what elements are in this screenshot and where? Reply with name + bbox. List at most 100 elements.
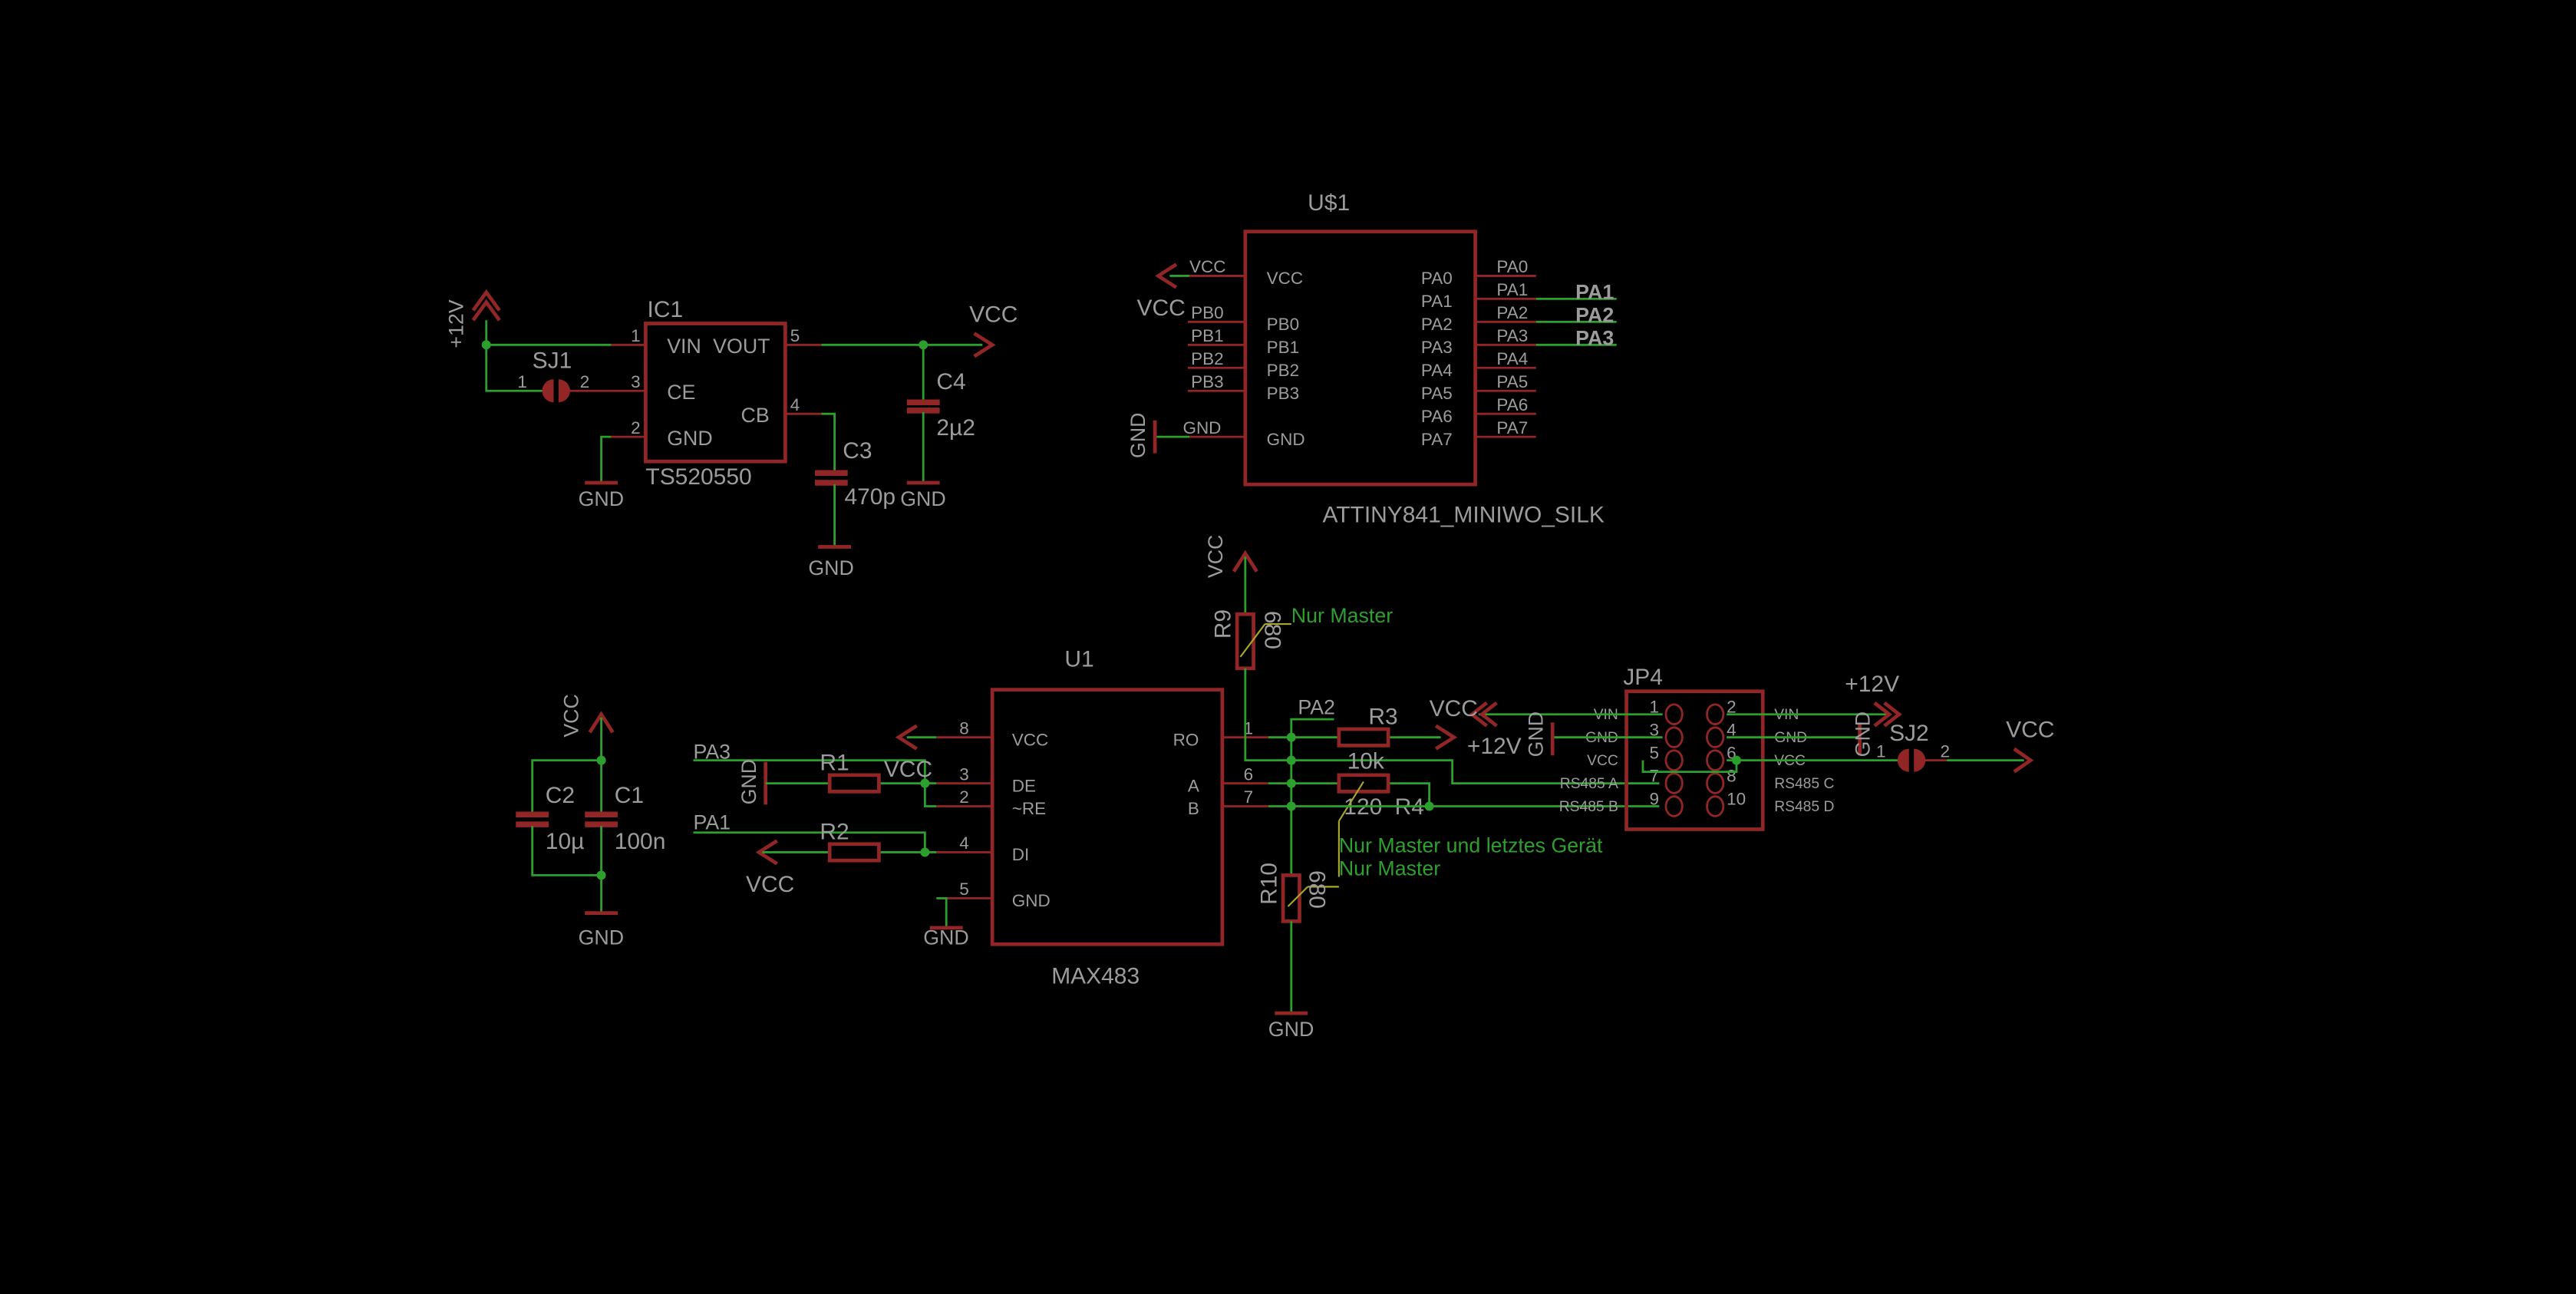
pin-name: GND xyxy=(1267,430,1305,449)
junction xyxy=(481,340,491,350)
vcc-label: VCC xyxy=(1430,696,1478,721)
pin-number: 8 xyxy=(959,718,969,738)
jp4-left-label: VCC xyxy=(1587,753,1618,769)
r3-ref: R3 xyxy=(1368,705,1397,730)
jp4-pin[interactable] xyxy=(1706,749,1725,771)
us1-ref: U$1 xyxy=(1308,190,1350,216)
vcc-arrow-icon xyxy=(1469,701,1489,728)
net-label-pa3: PA3 xyxy=(693,741,731,764)
pin-number: 5 xyxy=(1650,743,1660,762)
jp4-pin[interactable] xyxy=(1664,749,1684,771)
gnd-label: GND xyxy=(923,926,968,949)
pin-name: PA5 xyxy=(1421,384,1453,403)
vcc-arrow-icon xyxy=(973,332,996,358)
vcc-label: VCC xyxy=(1137,295,1186,321)
pin-number: 5 xyxy=(790,326,800,345)
pin-name-outer: PB2 xyxy=(1191,349,1223,368)
pin-name: PA2 xyxy=(1421,315,1453,334)
c4-ref: C4 xyxy=(936,369,965,394)
vcc-label: VCC xyxy=(969,302,1018,327)
pin-name: PA4 xyxy=(1421,361,1453,380)
pin-name: B xyxy=(1188,799,1199,818)
u1-transceiver[interactable]: U1 MAX483 VCC DE ~RE DI GND RO A B 8 3 2… xyxy=(895,647,1268,989)
supply-12v-label: +12V xyxy=(1845,672,1899,697)
pin-number: 2 xyxy=(631,418,641,437)
vcc-arrow-icon xyxy=(1154,262,1178,289)
pin-name: PA1 xyxy=(1421,292,1453,311)
jp4-pin[interactable] xyxy=(1706,795,1725,817)
pin-label: VOUT xyxy=(713,335,770,358)
jp4-pin[interactable] xyxy=(1664,795,1684,817)
pin-number: 3 xyxy=(959,764,969,784)
jp4-pin[interactable] xyxy=(1664,726,1684,748)
pin-number: 9 xyxy=(1650,789,1660,808)
jp4-left-label: RS485 B xyxy=(1559,799,1618,815)
supply-12v-label: +12V xyxy=(1467,734,1522,759)
vcc-label: VCC xyxy=(884,757,932,782)
r10-value: 680 xyxy=(1304,870,1329,909)
decoupling-capacitors[interactable]: VCC GND C2 C1 10µ 100n xyxy=(516,694,665,949)
net-label-pa1: PA1 xyxy=(1575,280,1614,303)
vcc-arrow-icon xyxy=(1232,550,1258,573)
pin-name: ~RE xyxy=(1012,799,1046,818)
c1-ref: C1 xyxy=(615,783,644,808)
pin-name-outer: PA6 xyxy=(1496,395,1528,414)
note-r4: Nur Master und letztes Gerät xyxy=(1339,834,1603,857)
jp4-right-label: RS485 C xyxy=(1774,776,1834,792)
pin-name-outer: PB0 xyxy=(1191,303,1223,322)
net-label-pa2: PA2 xyxy=(1575,303,1614,326)
pin-number: 8 xyxy=(1727,766,1737,785)
net-label-pa1: PA1 xyxy=(693,811,731,834)
pin-name-outer: PA5 xyxy=(1496,372,1528,391)
u1-ref: U1 xyxy=(1064,647,1093,672)
pin-number: 2 xyxy=(959,787,969,807)
note-r10: Nur Master xyxy=(1339,857,1440,880)
gnd-label: GND xyxy=(1851,711,1874,757)
r2-resistor[interactable] xyxy=(827,842,881,863)
r10-ref: R10 xyxy=(1257,863,1282,905)
pin-number: 2 xyxy=(580,372,590,391)
pin-name: RO xyxy=(1173,730,1199,749)
c3-capacitor[interactable]: C3 470p GND xyxy=(808,412,895,579)
r3-resistor[interactable] xyxy=(1337,727,1390,748)
vcc-label: VCC xyxy=(2006,718,2054,743)
sj2-solder-jumper[interactable]: SJ2 1 2 VCC xyxy=(1876,718,2054,774)
vcc-label: VCC xyxy=(1204,535,1227,578)
pin-name: DI xyxy=(1012,845,1029,864)
gnd-label: GND xyxy=(808,556,853,579)
ic1-regulator[interactable]: IC1 TS520550 VIN VOUT CE CB GND 1 3 2 5 … xyxy=(611,297,822,490)
gnd-label: GND xyxy=(1268,1018,1314,1041)
sj1-solder-jumper[interactable]: SJ1 1 2 xyxy=(517,348,612,403)
us1-microcontroller[interactable]: U$1 ATTINY841_MINIWO_SILK VCC GND VCC PB… xyxy=(1126,190,1617,528)
vcc-arrow-icon xyxy=(2013,747,2034,774)
u1-value: MAX483 xyxy=(1051,964,1140,989)
pin-number: 3 xyxy=(1650,721,1660,740)
r4-resistor[interactable] xyxy=(1337,773,1390,794)
pin-label: VIN xyxy=(667,335,701,358)
pin-number: 4 xyxy=(790,395,800,414)
c3-ref: C3 xyxy=(843,438,872,464)
r1-ref: R1 xyxy=(820,750,849,775)
di-network: PA1 R2 VCC xyxy=(693,811,937,897)
pin-label: CE xyxy=(667,381,695,404)
pin-name: PA0 xyxy=(1421,269,1453,288)
pin-number: 2 xyxy=(1940,741,1950,761)
net-label-pa3: PA3 xyxy=(1575,326,1614,349)
r1-resistor[interactable] xyxy=(827,773,881,794)
c4-capacitor[interactable]: C4 2µ2 GND xyxy=(900,345,975,510)
jp4-pin[interactable] xyxy=(1664,703,1684,725)
pin-name: PA3 xyxy=(1421,338,1453,357)
jp4-pin[interactable] xyxy=(1706,772,1725,794)
pin-number: 1 xyxy=(631,326,641,345)
vcc-arrow-icon xyxy=(1434,724,1458,751)
gnd-label: GND xyxy=(1524,711,1547,757)
jp4-pin[interactable] xyxy=(1706,703,1725,725)
jp4-pin[interactable] xyxy=(1664,772,1684,794)
jp4-pin[interactable] xyxy=(1706,726,1725,748)
us1-value: ATTINY841_MINIWO_SILK xyxy=(1322,502,1604,527)
sj1-ref: SJ1 xyxy=(533,348,572,373)
us1-body xyxy=(1243,229,1477,487)
pin-number: 7 xyxy=(1244,787,1254,807)
